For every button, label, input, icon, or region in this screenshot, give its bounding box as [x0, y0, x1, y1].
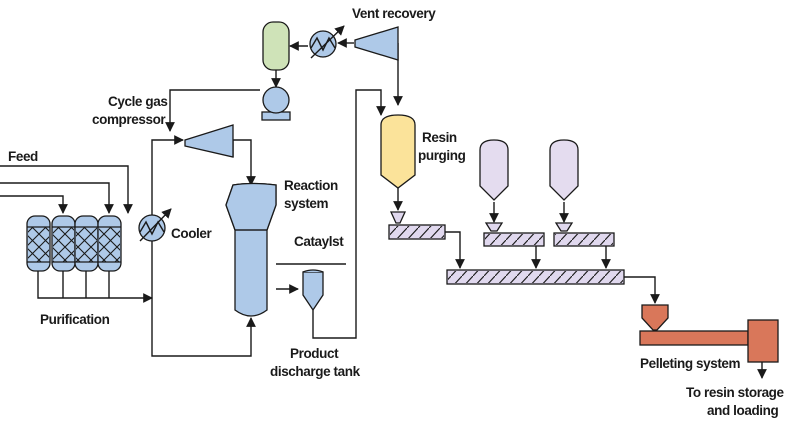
purifier-column-2: [51, 215, 76, 272]
additive-screw-conveyor-1: [483, 222, 545, 247]
label-and-loading: and loading: [707, 403, 779, 418]
label-purging: purging: [418, 148, 466, 163]
additive-hopper-2: [549, 139, 579, 201]
label-purification: Purification: [40, 312, 110, 327]
label-system: system: [284, 196, 329, 211]
resin-purging-bin: [380, 114, 416, 189]
resin-screw-conveyor: [388, 211, 446, 240]
label-compressor: compressor: [92, 112, 166, 127]
label-to-resin-storage: To resin storage: [686, 385, 785, 400]
cycle-gas-compressor-icon: [184, 124, 234, 158]
label-catalyst: Cataylst: [294, 234, 344, 249]
label-discharge-tank: discharge tank: [270, 364, 361, 379]
purification-columns: [26, 215, 122, 272]
label-resin: Resin: [422, 130, 457, 145]
vent-exchanger-icon: [309, 25, 345, 59]
piping: [0, 38, 767, 379]
additive-screw-conveyor-2: [553, 222, 615, 247]
purifier-column-1: [26, 215, 51, 272]
reactor-vessel: [225, 182, 277, 317]
label-cycle-gas: Cycle gas: [108, 94, 167, 109]
main-screw-conveyor: [446, 269, 625, 285]
pelleting-extruder: [639, 304, 779, 363]
purifier-column-3: [74, 215, 99, 272]
vent-recovery-compressor-icon: [354, 26, 399, 61]
vent-separator-vessel: [262, 21, 290, 71]
label-pelleting-system: Pelleting system: [640, 356, 741, 371]
label-reaction: Reaction: [284, 178, 338, 193]
cooler-exchanger-icon: [138, 208, 172, 242]
product-discharge-tank: [302, 269, 324, 312]
recycle-pump-icon: [261, 86, 291, 121]
label-cooler: Cooler: [171, 226, 213, 241]
labels: Vent recovery Cycle gas compressor Resin…: [8, 6, 785, 418]
purifier-column-4: [97, 215, 122, 272]
label-vent-recovery: Vent recovery: [352, 6, 436, 21]
label-product: Product: [290, 346, 339, 361]
additive-hopper-1: [479, 139, 509, 201]
label-feed: Feed: [8, 149, 38, 164]
